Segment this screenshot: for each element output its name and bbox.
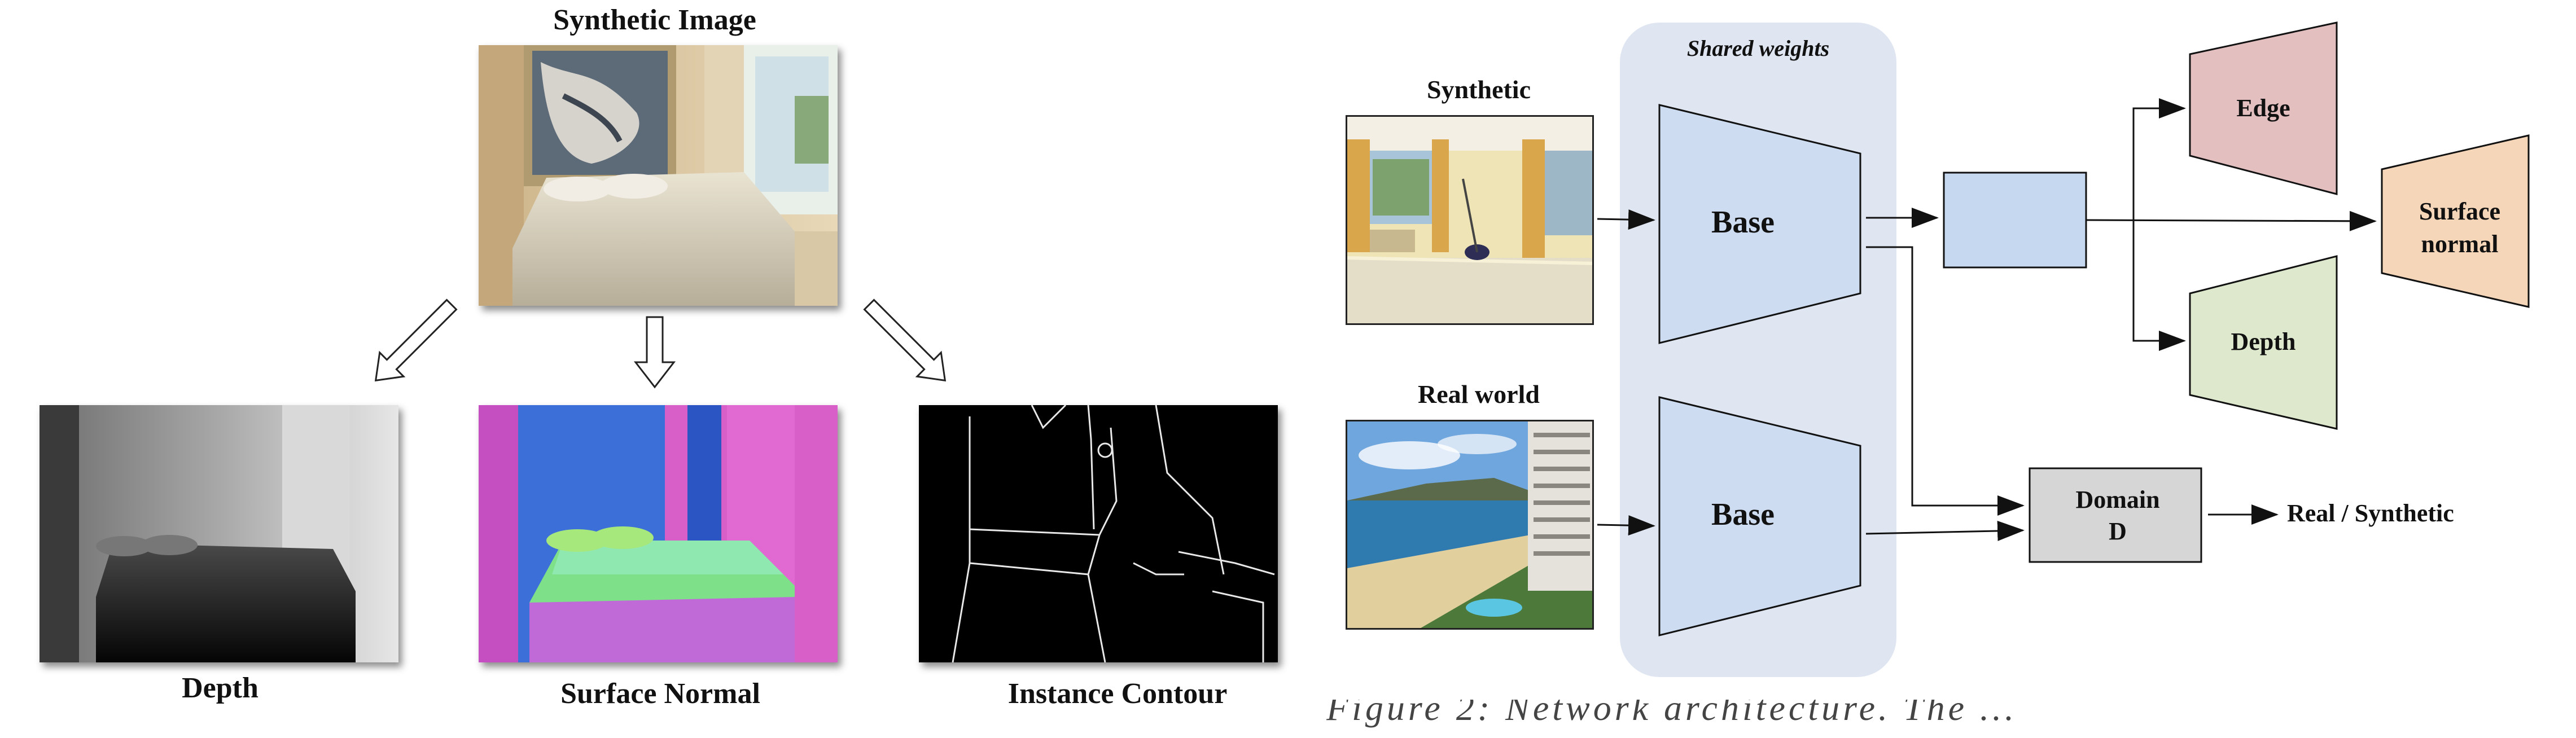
surface-normal-head-block bbox=[2381, 134, 2530, 308]
domain-discriminator-block bbox=[2029, 467, 2202, 563]
arrow-to-depth-icon bbox=[374, 298, 458, 382]
base-top-block bbox=[1658, 104, 1861, 344]
depth-head-label: Depth bbox=[2231, 328, 2296, 355]
feature-to-depth-arrow bbox=[2132, 220, 2186, 351]
feature-to-normal-arrow bbox=[2086, 210, 2377, 231]
real-world-input-image bbox=[1346, 420, 1594, 630]
architecture-diagram bbox=[1597, 21, 2530, 636]
base-bottom-label: Base bbox=[1711, 497, 1775, 532]
instance-contour-label: Instance Contour bbox=[1007, 678, 1228, 710]
real-synthetic-output-label: Real / Synthetic bbox=[2287, 499, 2454, 527]
feature-block bbox=[1943, 172, 2087, 269]
base-top-label: Base bbox=[1711, 205, 1775, 240]
arrow-to-normal-icon bbox=[633, 316, 676, 389]
base-bottom-block bbox=[1658, 396, 1861, 636]
surface-normal-head-label: Surface normal bbox=[2419, 197, 2501, 258]
base-bottom-to-domain-arrow bbox=[1865, 520, 2025, 541]
instance-contour-image bbox=[919, 405, 1278, 662]
split-arrows bbox=[374, 298, 947, 389]
synthetic-input-label: Synthetic bbox=[1427, 75, 1531, 104]
synthetic-input-image bbox=[1346, 115, 1594, 325]
synthetic-to-base-arrow bbox=[1597, 209, 1655, 230]
synthetic-bedroom-image bbox=[479, 45, 838, 306]
figure-caption-fragment: Figure 2: Network architecture. The ... bbox=[1326, 700, 2018, 728]
edge-head-block bbox=[2189, 21, 2338, 195]
edge-head-label: Edge bbox=[2236, 94, 2290, 122]
arrow-to-contour-icon bbox=[863, 298, 947, 382]
depth-map-image bbox=[40, 405, 398, 662]
base-top-to-domain-arrow bbox=[1866, 246, 2025, 516]
surface-normal-image bbox=[479, 405, 838, 662]
synthetic-image-title: Synthetic Image bbox=[553, 4, 756, 36]
shared-weights-label: Shared weights bbox=[1686, 36, 1830, 61]
surface-normal-label: Surface Normal bbox=[560, 678, 760, 710]
depth-label: Depth bbox=[182, 672, 259, 704]
domain-discriminator-label: Domain D bbox=[2075, 486, 2160, 545]
real-world-input-label: Real world bbox=[1418, 380, 1540, 408]
feature-to-edge-arrow bbox=[2132, 98, 2186, 220]
real-to-base-arrow bbox=[1597, 515, 1655, 536]
depth-head-block bbox=[2189, 255, 2338, 430]
